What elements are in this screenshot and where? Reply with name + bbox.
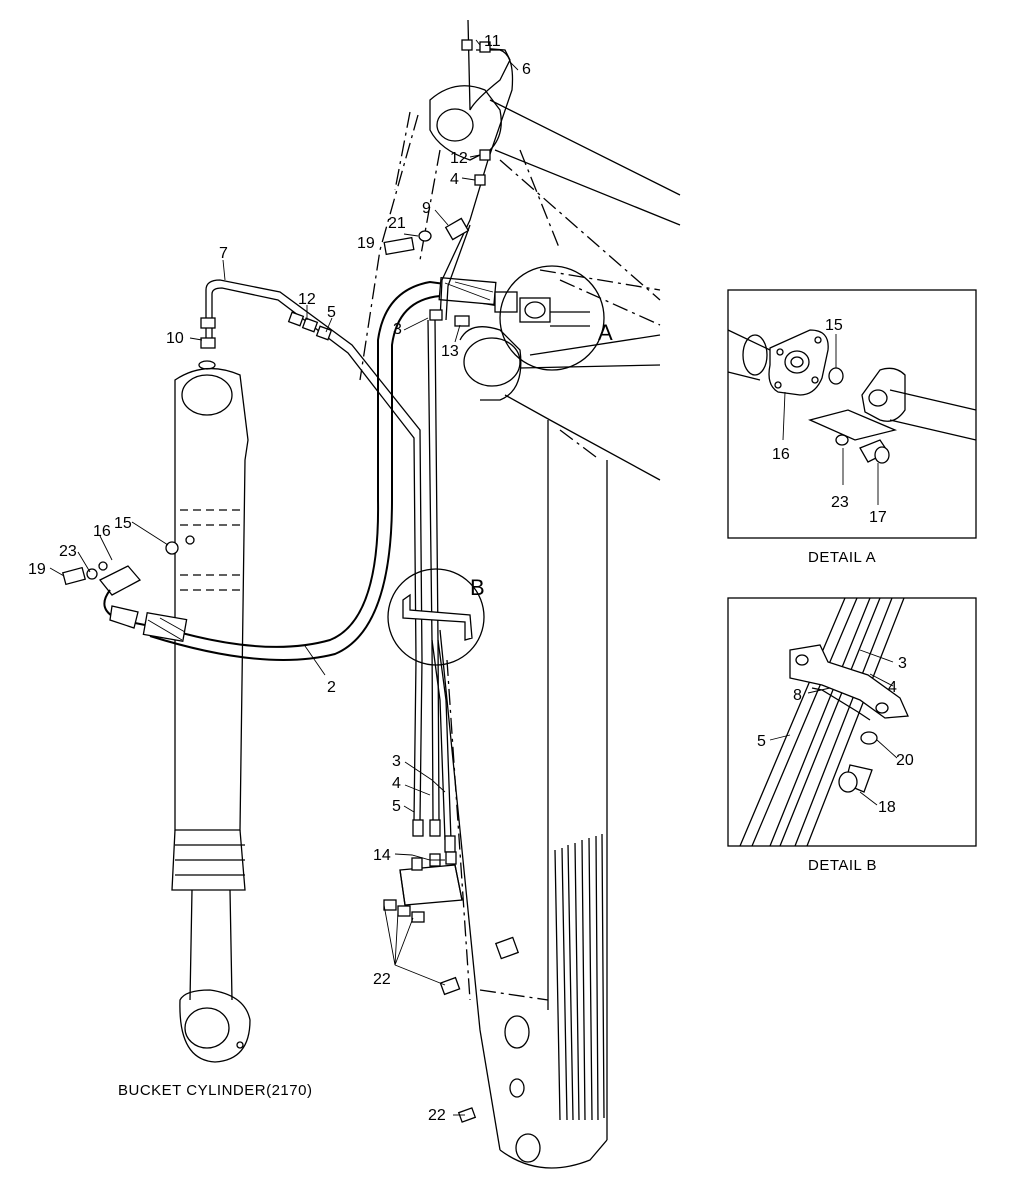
callout-22-bottom: 22 (428, 1107, 446, 1124)
callout-21: 21 (388, 215, 406, 232)
callout-3-top: 3 (393, 321, 402, 338)
callout-5-low: 5 (392, 798, 401, 815)
detail-b-callout-3: 3 (898, 655, 907, 672)
callout-19-left: 19 (28, 561, 46, 578)
bucket-cylinder (171, 360, 251, 1063)
arm-structure (359, 85, 681, 1169)
detail-b-letter: B (470, 575, 485, 600)
detail-b-callout-18: 18 (878, 799, 896, 816)
hose-2 (98, 276, 590, 661)
callout-5-mid: 5 (327, 304, 336, 321)
detail-a-letter: A (598, 320, 613, 345)
callout-15: 15 (114, 515, 132, 532)
detail-b-caption: DETAIL B (808, 857, 877, 874)
flange-bolts (61, 230, 520, 1123)
detail-b-callout-5: 5 (757, 733, 766, 750)
callout-22-mid: 22 (373, 971, 391, 988)
callout-12-top: 12 (450, 150, 468, 167)
callout-9: 9 (422, 200, 431, 217)
detail-b-callout-8: 8 (793, 687, 802, 704)
callout-7: 7 (219, 245, 228, 262)
detail-a-callout-15: 15 (825, 317, 843, 334)
callout-4-top: 4 (450, 171, 459, 188)
pipes-3-4-5 (200, 19, 514, 906)
callout-6: 6 (522, 61, 531, 78)
callout-2: 2 (327, 679, 336, 696)
detail-a-callout-16: 16 (772, 446, 790, 463)
detail-a-panel: 15 16 23 17 (727, 289, 977, 539)
callout-11: 11 (484, 33, 501, 50)
detail-a-callout-23: 23 (831, 494, 849, 511)
detail-b-marker (387, 568, 485, 666)
bucket-cylinder-caption: BUCKET CYLINDER(2170) (118, 1082, 312, 1099)
detail-a-marker (499, 265, 605, 371)
callout-16: 16 (93, 523, 111, 540)
detail-b-callout-20: 20 (896, 752, 914, 769)
callout-13: 13 (441, 343, 459, 360)
callout-12-mid: 12 (298, 291, 316, 308)
callout-23: 23 (59, 543, 77, 560)
detail-b-callout-4: 4 (888, 679, 897, 696)
callout-19-top: 19 (357, 235, 375, 252)
detail-a-caption: DETAIL A (808, 549, 876, 566)
callout-3-low: 3 (392, 753, 401, 770)
detail-a-callout-17: 17 (869, 509, 887, 526)
callout-14: 14 (373, 847, 391, 864)
main-callouts: 11 6 12 4 9 21 19 7 12 5 10 3 13 16 15 2… (28, 33, 531, 1124)
callout-4-low: 4 (392, 775, 401, 792)
leader-lines (49, 39, 519, 1116)
detail-b-panel: 3 4 8 5 20 18 (727, 597, 977, 847)
callout-10: 10 (166, 330, 184, 347)
